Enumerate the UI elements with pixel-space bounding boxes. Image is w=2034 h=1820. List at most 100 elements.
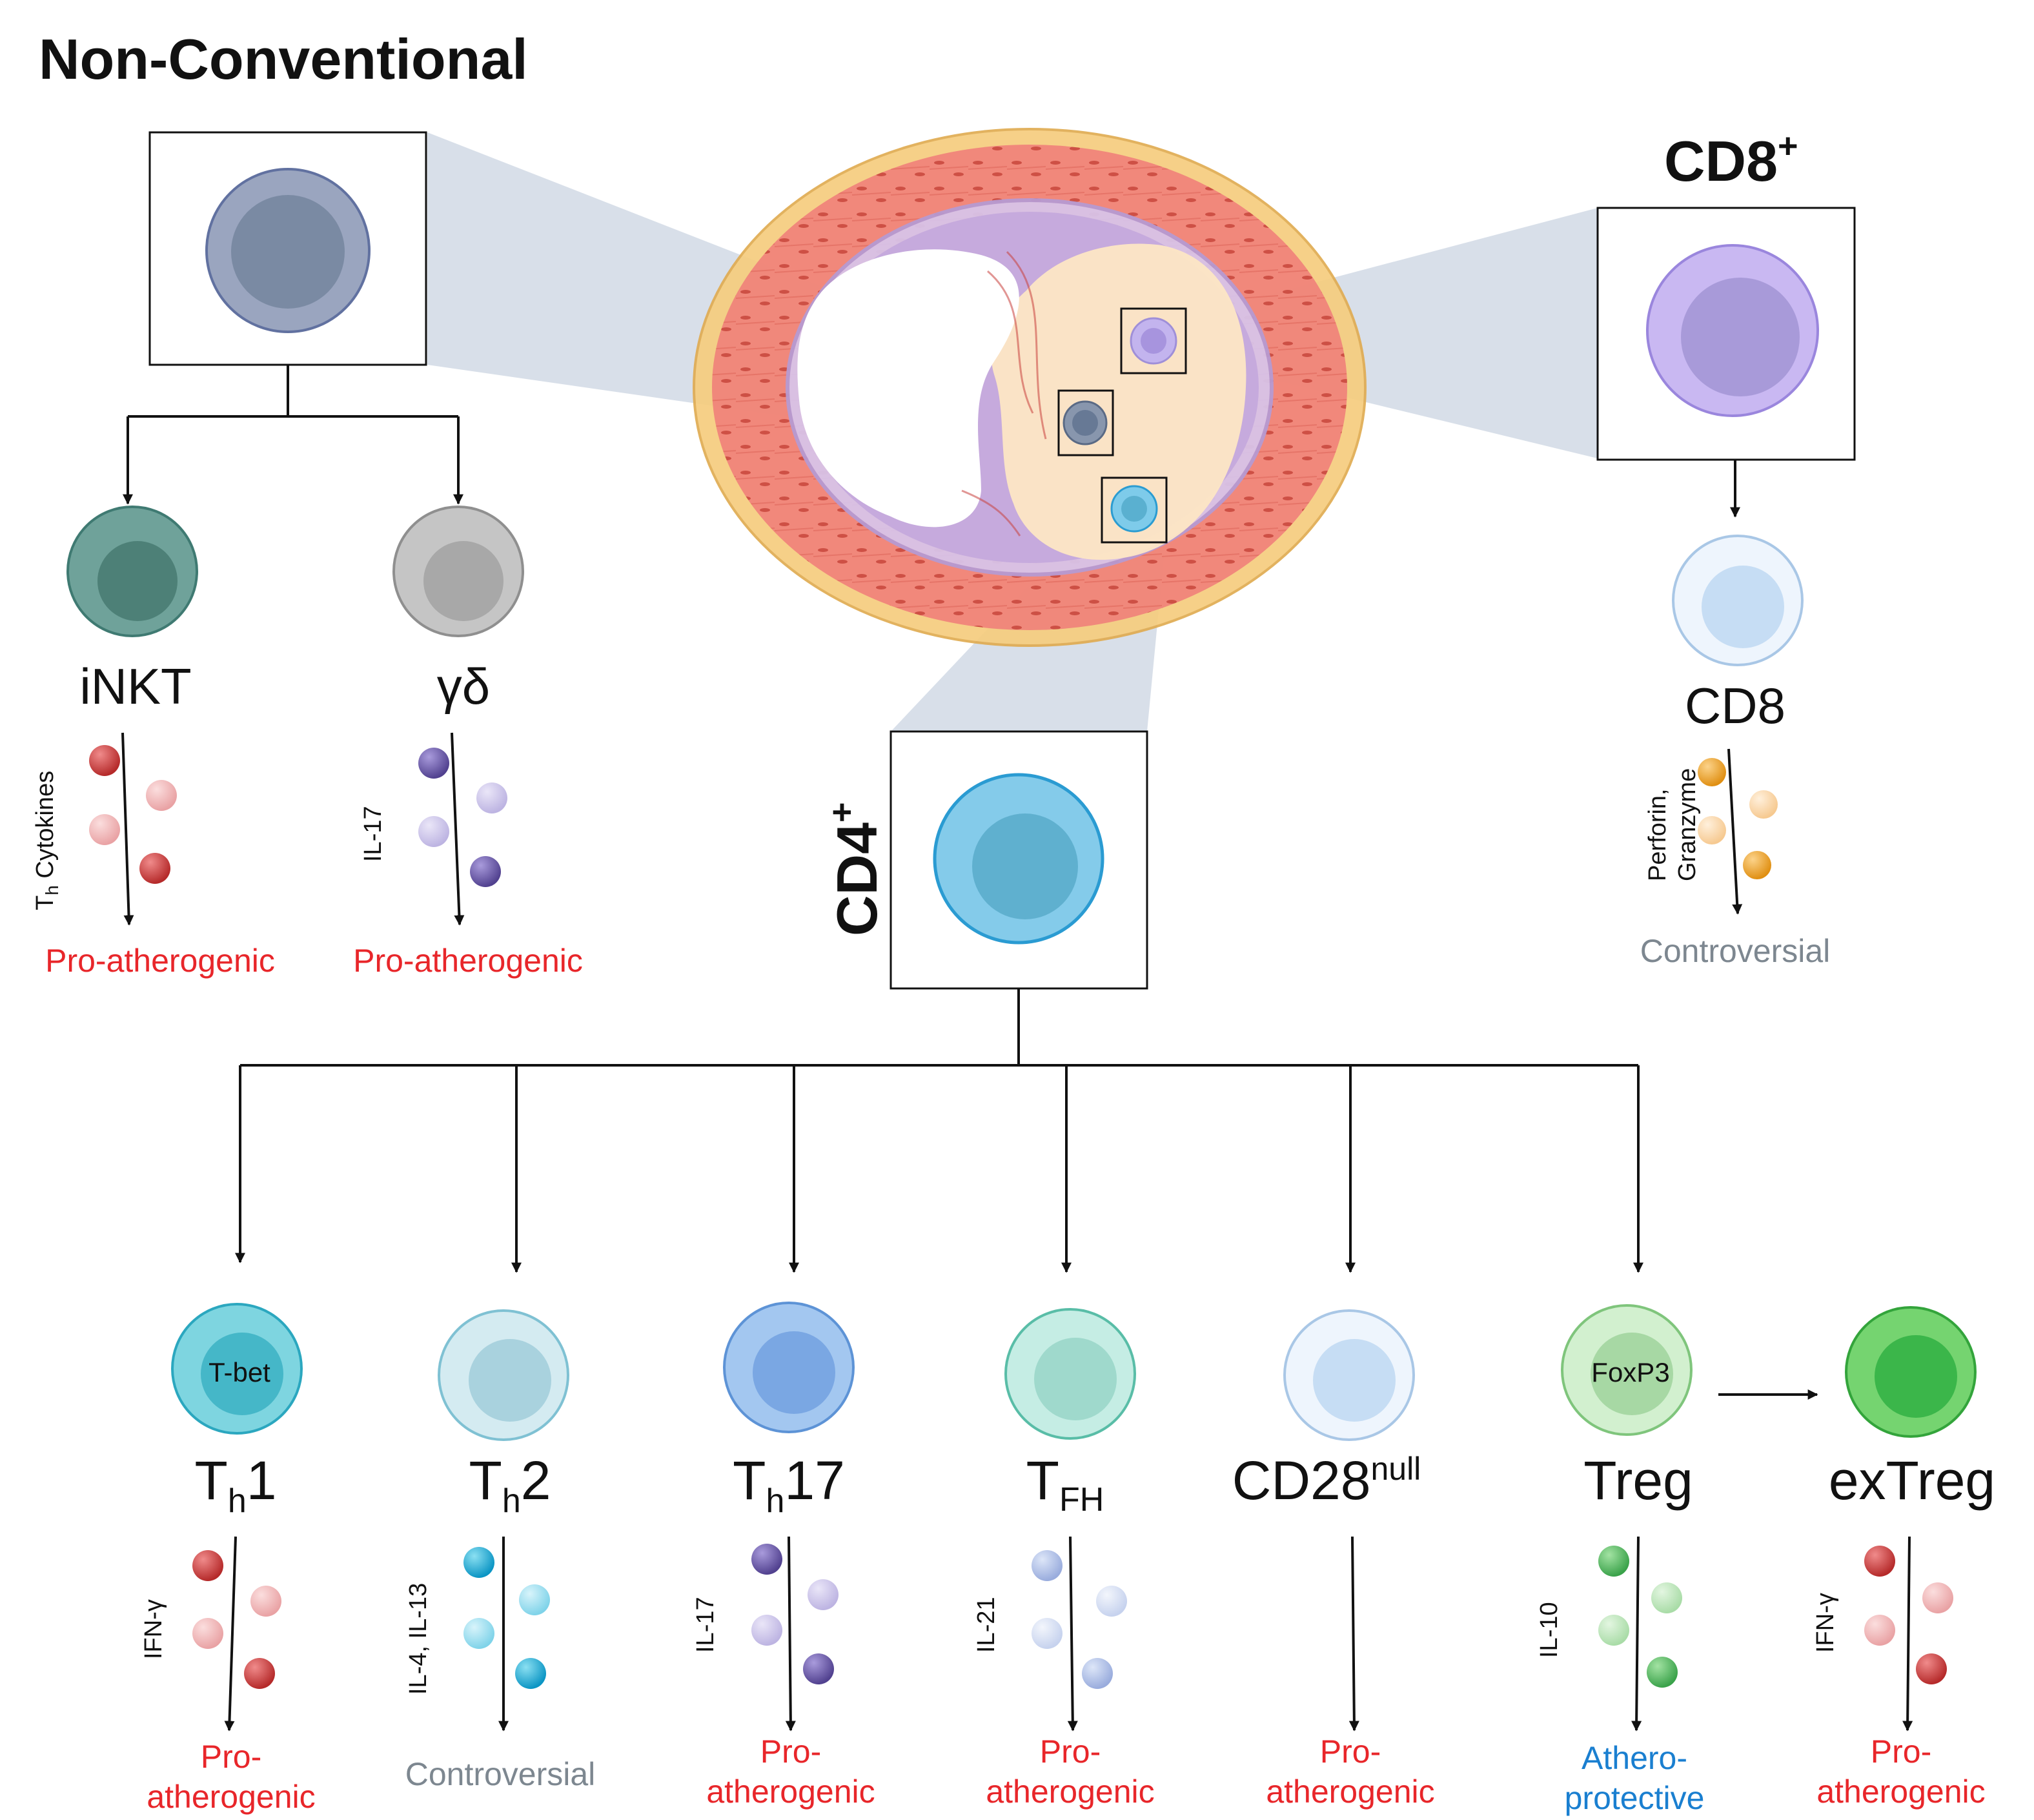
cytokine-dot [244,1658,275,1689]
cytokine-dot [192,1618,223,1649]
gamma-delta-cytokine-arrow [451,732,465,926]
th1-cell-icon: T-bet [171,1303,303,1435]
heading-non-conventional: Non-Conventional [39,27,528,91]
cytokine-dot [1749,790,1778,819]
th1-cytokine-label: IFN-γ [140,1599,167,1659]
extreg-label: exTreg [1829,1450,1995,1511]
cd28null-label: CD28null [1232,1450,1421,1511]
cytokine-dot [1647,1657,1678,1688]
cytokine-dot [1743,851,1771,879]
zoom-box-cd4 [1101,476,1168,544]
extreg-outcome: Pro-atherogenic [1816,1733,1985,1810]
cytokine-dot [192,1550,223,1581]
th1-label: Th1 [195,1450,277,1520]
th17-cell-icon [723,1302,855,1433]
cytokine-dot [418,816,449,847]
cytokine-dot [139,853,170,884]
cd8-cytokine-arrow [1727,748,1743,915]
gamma-delta-label: γδ [437,658,490,715]
th2-cell-icon [438,1309,569,1441]
non-conventional-cell-icon [205,168,371,333]
zoom-box-cd8 [1120,307,1187,374]
cytokine-dot [1032,1618,1063,1649]
cd8-label: CD8 [1685,677,1785,734]
th1-marker: T-bet [208,1357,270,1387]
gamma-delta-outcome: Pro-atherogenic [353,943,583,979]
cytokine-dot [1598,1546,1629,1577]
th2-label: Th2 [469,1450,551,1520]
tfh-outcome: Pro-atherogenic [986,1733,1154,1810]
cytokine-dot [515,1658,546,1689]
tfh-cell-icon [1004,1308,1136,1440]
cytokine-dot [89,745,120,776]
lumen [797,249,1019,527]
cytokine-dot [1096,1586,1127,1617]
cytokine-dot [803,1653,834,1684]
heading-cd8-plus: CD8+ [1664,127,1798,193]
heading-cd4-plus: CD4+ [822,802,889,936]
inkt-cytokine-label: Th Cytokines [32,771,62,910]
cytokine-dot [463,1618,494,1649]
treg-marker: FoxP3 [1591,1357,1669,1387]
cytokine-dot [1082,1658,1113,1689]
cytokine-dot [751,1544,782,1575]
inkt-cell-icon [66,506,198,637]
cd4-connectors [235,988,1643,1273]
cytokine-dot [476,782,507,813]
extreg-cytokine-label: IFN-γ [1812,1593,1839,1653]
treg-cell-icon: FoxP3 [1561,1304,1693,1436]
tfh-cytokine-arrow [1067,1536,1078,1732]
cytokine-dot [1864,1615,1895,1646]
gamma-delta-cytokine-label: IL-17 [360,806,387,862]
treg-cytokine-label: IL-10 [1536,1602,1563,1658]
non-conventional-connectors [123,365,463,505]
gamma-delta-cell-icon [392,506,524,637]
treg-label: Treg [1583,1450,1693,1511]
cytokine-dot [808,1579,839,1610]
cytokine-dot [1698,816,1726,844]
cytokine-dot [463,1547,494,1578]
cd28null-arrow [1348,1536,1359,1732]
tfh-label: TFH [1026,1450,1104,1518]
extreg-cytokine-arrow [1902,1536,1913,1732]
cytokine-dot [1651,1582,1682,1613]
cytokine-dot [1698,758,1726,786]
projection-wedge-cd8 [1150,208,1598,458]
extreg-cell-icon [1845,1306,1977,1438]
th1-cytokine-arrow [224,1536,237,1732]
th17-cytokine-arrow [785,1536,796,1732]
cd28null-outcome: Pro-atherogenic [1266,1733,1434,1810]
cytokine-dot [146,780,177,811]
th17-cytokine-label: IL-17 [692,1597,719,1653]
th2-cytokine-label: IL-4, IL-13 [405,1583,432,1695]
cd8-plus-cell-icon [1646,244,1819,417]
inkt-cytokine-arrow [121,732,134,926]
cd8-outcome: Controversial [1640,933,1831,969]
cytokine-dot [519,1584,550,1615]
cytokine-dot [250,1586,281,1617]
cytokine-dot [470,856,501,887]
cd28null-cell-icon [1283,1309,1415,1441]
inkt-outcome: Pro-atherogenic [45,943,275,979]
cytokine-dot [1864,1546,1895,1577]
cytokine-dot [751,1615,782,1646]
cytokine-dot [89,814,120,845]
artery-cross-section [427,128,1598,731]
cd8-effector-cell-icon [1672,535,1804,666]
cytokine-dot [1922,1582,1953,1613]
cd8-cytokine-label: Perforin,Granzyme [1644,768,1701,881]
treg-outcome: Athero-protective [1565,1740,1705,1816]
th2-outcome: Controversial [405,1756,596,1792]
tfh-cytokine-label: IL-21 [973,1597,1000,1653]
th1-outcome: Pro-atherogenic [147,1739,315,1815]
cytokine-dot [418,748,449,779]
cytokine-dot [1598,1615,1629,1646]
zoom-box-non-conventional [1057,389,1114,456]
cd4-plus-cell-icon [933,773,1104,945]
th17-label: Th17 [733,1450,845,1520]
plaque-core [992,243,1246,560]
treg-cytokine-arrow [1631,1536,1642,1732]
th17-outcome: Pro-atherogenic [706,1733,875,1810]
inkt-label: iNKT [79,658,191,715]
